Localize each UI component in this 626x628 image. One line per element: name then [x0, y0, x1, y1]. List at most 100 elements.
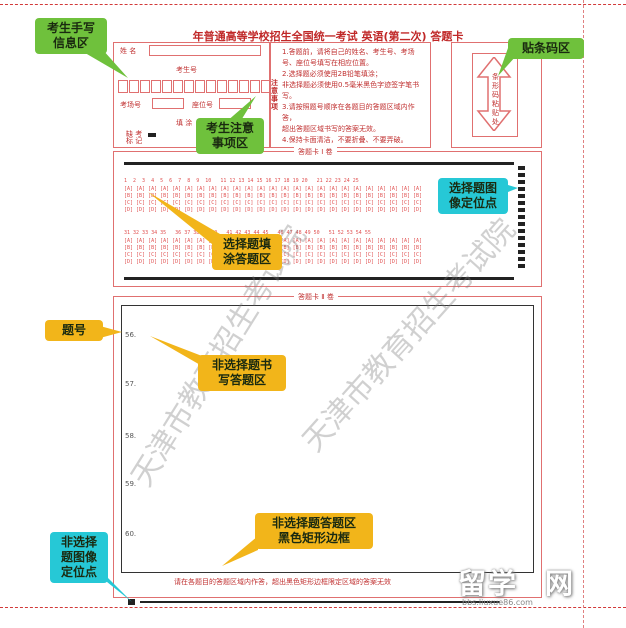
bubble-row: [A] [A] [A] [A] [A] [A] [A] [A] [A] [A] …	[124, 186, 423, 192]
room-field	[152, 98, 184, 109]
notes-vertical-label: 注意事项	[271, 79, 278, 111]
callout-pointer-icon	[100, 326, 122, 338]
exam-number-cell	[162, 80, 172, 93]
exam-number-cell	[217, 80, 227, 93]
callout-pointer-icon	[148, 192, 220, 244]
mc-numbers-row1: 1 2 3 4 5 6 7 8 9 10 11 12 13 14 15 16 1…	[124, 178, 359, 184]
callout-pointer-icon	[80, 40, 128, 78]
callout-mc-locator: 选择题图 像定位点	[438, 178, 508, 214]
locator-mark	[518, 243, 525, 247]
exam-number-cell	[129, 80, 139, 93]
absent-label: 缺 考 标 记	[126, 130, 143, 145]
callout-written-area: 非选择题书 写答题区	[198, 355, 286, 391]
exam-number-cell	[228, 80, 238, 93]
callout-pointer-icon	[498, 48, 516, 76]
exam-number-cell	[118, 80, 128, 93]
written-answer-frame	[121, 305, 534, 573]
callout-pointer-icon	[222, 536, 258, 566]
exam-number-cell	[261, 80, 271, 93]
notes-line: 2.选择题必须使用2B铅笔填涂；	[282, 70, 382, 78]
callout-pointer-icon	[226, 96, 256, 122]
locator-mark	[518, 250, 525, 254]
mc-locator-marks	[518, 166, 525, 271]
callout-qnum: 题号	[45, 320, 103, 341]
bottom-dashed-border	[0, 607, 626, 608]
callout-pointer-icon	[498, 182, 518, 196]
section-two-label: 答题卡 Ⅱ 卷	[294, 292, 338, 302]
name-field	[149, 45, 261, 56]
exam-number-cell	[184, 80, 194, 93]
exam-number-cell	[206, 80, 216, 93]
exam-number-cell	[173, 80, 183, 93]
callout-mc-area: 选择题填 涂答题区	[212, 234, 282, 270]
notes-line: 3.请按照题号顺序在各题目的答题区域内作答，	[282, 103, 415, 122]
mc-bubbles-block2: [A] [A] [A] [A] [A] [A] [A] [A] [A] [A] …	[124, 238, 422, 265]
written-bottom-bar	[140, 601, 500, 603]
locator-mark	[518, 201, 525, 205]
locator-mark	[518, 236, 525, 240]
callout-pointer-icon	[150, 336, 202, 366]
notes-list: 1.答题前，请将自己的姓名、考生号、考场号、座位号填写在相应位置。 2.选择题必…	[282, 47, 427, 146]
section-one-box: 答题卡 Ⅰ 卷 1 2 3 4 5 6 7 8 9 10 11 12 13 14…	[113, 147, 542, 287]
exam-number-cell	[239, 80, 249, 93]
barcode-box: 条形码粘贴处	[451, 42, 542, 148]
site-logo: 留学	[458, 567, 519, 600]
notes-line: 1.答题前，请将自己的姓名、考生号、考场号、座位号填写在相应位置。	[282, 48, 415, 67]
mc-top-bar	[124, 162, 514, 165]
right-dashed-border	[583, 0, 584, 628]
locator-mark	[518, 222, 525, 226]
written-locator-mark	[128, 599, 135, 605]
locator-mark	[518, 257, 525, 261]
question-number: 59.	[125, 480, 137, 488]
absent-mark	[148, 133, 156, 137]
callout-barcode: 贴条码区	[508, 38, 584, 59]
question-number: 57.	[125, 380, 137, 388]
callout-notes: 考生注意 事项区	[196, 118, 264, 154]
question-number: 60.	[125, 530, 137, 538]
fill-label: 填 涂	[176, 119, 193, 127]
exam-number-cell	[195, 80, 205, 93]
callout-handwriting: 考生手写 信息区	[35, 18, 107, 54]
locator-mark	[518, 229, 525, 233]
bubble-row: [C] [C] [C] [C] [C] [C] [C] [C] [C] [C] …	[124, 200, 423, 206]
double-arrow-icon	[476, 57, 512, 131]
name-label: 姓 名	[120, 47, 137, 55]
room-label: 考场号	[120, 101, 141, 109]
footer-note: 请在各题目的答题区域内作答，超出黑色矩形边框限定区域的答案无效	[174, 578, 391, 586]
locator-mark	[518, 187, 525, 191]
site-logo-suffix: 网	[545, 567, 574, 600]
notes-line: 超出答题区域书写的答案无效。	[282, 125, 380, 133]
callout-written-border: 非选择题答题区 黑色矩形边框	[255, 513, 373, 549]
card-title: 年普通高等学校招生全国统一考试 英语(第二次) 答题卡	[192, 30, 464, 43]
locator-mark	[518, 215, 525, 219]
site-url: bbs.liuxue86.com	[462, 598, 533, 607]
notes-line: 4.保持卡面清洁，不要折叠、不要弄破。	[282, 136, 408, 144]
exam-number-cell	[250, 80, 260, 93]
locator-mark	[518, 173, 525, 177]
callout-written-locator: 非选择 题图像 定位点	[50, 532, 108, 583]
top-dashed-border	[0, 4, 626, 5]
exam-number-cell	[151, 80, 161, 93]
exam-number-cell	[140, 80, 150, 93]
callout-pointer-icon	[92, 570, 132, 602]
section-two-box: 答题卡 Ⅱ 卷 请在各题目的答题区域内作答，超出黑色矩形边框限定区域的答案无效	[113, 292, 542, 598]
exam-no-label: 考生号	[176, 66, 197, 74]
barcode-inner-frame	[472, 53, 518, 137]
seat-label: 座位号	[192, 101, 213, 109]
mc-bottom-bar	[124, 277, 514, 280]
section-one-label: 答题卡 Ⅰ 卷	[294, 147, 337, 157]
question-number: 58.	[125, 432, 137, 440]
locator-mark	[518, 194, 525, 198]
locator-mark	[518, 208, 525, 212]
barcode-text: 条形码粘贴处	[492, 73, 499, 126]
notes-box: 注意事项 1.答题前，请将自己的姓名、考生号、考场号、座位号填写在相应位置。 2…	[269, 42, 431, 148]
locator-mark	[518, 264, 525, 268]
bubble-row: [D] [D] [D] [D] [D] [D] [D] [D] [D] [D] …	[124, 207, 423, 213]
mc-bubbles-block1: [A] [A] [A] [A] [A] [A] [A] [A] [A] [A] …	[124, 186, 423, 213]
question-number: 56.	[125, 331, 137, 339]
mc-numbers-row2: 31 32 33 34 35 36 37 38 39 40 41 42 43 4…	[124, 230, 371, 236]
notes-line: 非选择题必须使用0.5毫米黑色字迹签字笔书写。	[282, 81, 420, 100]
locator-mark	[518, 180, 525, 184]
locator-mark	[518, 166, 525, 170]
bubble-row: [B] [B] [B] [B] [B] [B] [B] [B] [B] [B] …	[124, 193, 423, 199]
